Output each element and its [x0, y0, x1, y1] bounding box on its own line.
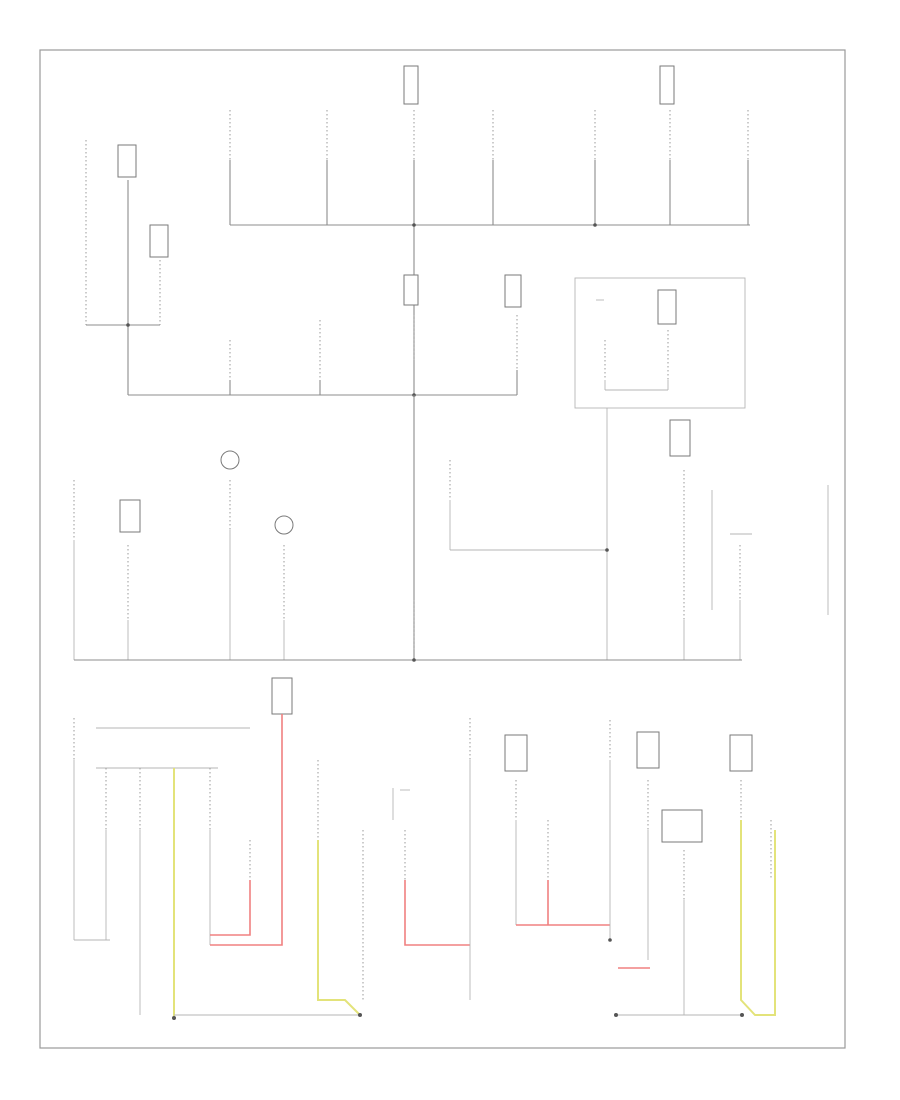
lamp-symbol — [220, 450, 240, 470]
component-box — [271, 677, 293, 715]
component-box — [657, 289, 677, 325]
component-box — [661, 809, 703, 843]
component-box — [117, 144, 137, 178]
component-box — [403, 274, 419, 306]
component-box — [504, 274, 522, 308]
sub-assembly-outline — [574, 277, 746, 409]
connector-ticks — [400, 299, 752, 791]
second-row-components — [128, 274, 746, 409]
component-box — [729, 734, 753, 772]
component-box — [149, 224, 169, 258]
top-row-components — [117, 65, 675, 258]
bottom-row-components — [73, 677, 776, 1020]
component-box — [119, 499, 141, 533]
component-box — [659, 65, 675, 105]
third-row-components — [73, 395, 829, 662]
component-box — [669, 419, 691, 457]
lamp-symbol — [274, 515, 294, 535]
component-box — [636, 731, 660, 769]
component-box — [504, 734, 528, 772]
diagram-border — [39, 49, 846, 1049]
top-row-wires — [85, 110, 750, 395]
component-box — [403, 65, 419, 105]
